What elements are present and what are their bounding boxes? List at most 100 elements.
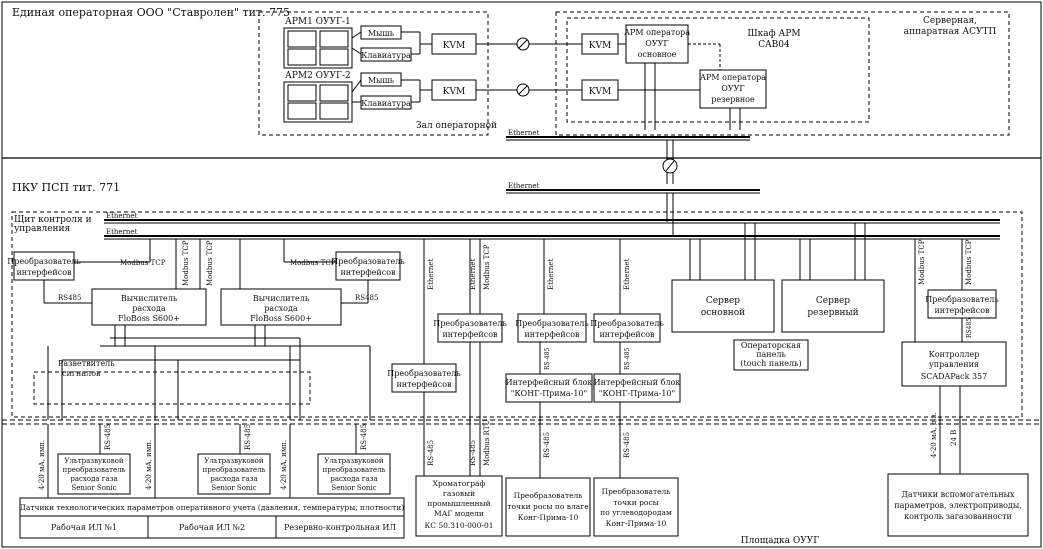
svg-text:Ультразвуковой: Ультразвуковой xyxy=(324,457,383,465)
svg-text:резервное: резервное xyxy=(711,95,755,104)
svg-text:KVM: KVM xyxy=(589,87,611,97)
svg-text:Преобразователь: Преобразователь xyxy=(590,319,664,328)
splitter-label-1: Разветвитель xyxy=(58,359,115,368)
svg-text:расхода газа: расхода газа xyxy=(70,475,117,483)
arm2-label: АРМ2 ОУУГ-2 xyxy=(285,71,351,81)
svg-text:Ethernet: Ethernet xyxy=(427,258,435,290)
interface-block-1 xyxy=(505,373,593,403)
svg-text:Senior Sonic: Senior Sonic xyxy=(211,484,256,492)
svg-text:Ethernet: Ethernet xyxy=(508,129,540,137)
svg-text:RS485: RS485 xyxy=(355,294,378,302)
svg-text:параметров, электроприводы,: параметров, электроприводы, xyxy=(894,501,1022,510)
ultrasonic-3 xyxy=(317,453,391,495)
ultrasonic-1 xyxy=(57,453,131,495)
svg-text:Мышь: Мышь xyxy=(368,76,395,85)
arm1-label: АРМ1 ОУУГ-1 xyxy=(285,17,351,27)
svg-text:панель: панель xyxy=(756,350,786,359)
svg-text:Хроматограф: Хроматограф xyxy=(433,479,486,488)
svg-text:FloBoss S600+: FloBoss S600+ xyxy=(250,314,312,323)
server-room-label-1: Серверная, xyxy=(923,16,977,26)
svg-text:расхода газа: расхода газа xyxy=(330,475,377,483)
svg-text:Клавиатура: Клавиатура xyxy=(361,99,411,108)
shield-frame xyxy=(11,211,1023,418)
tech-sensors-label: Датчики технологических параметров опера… xyxy=(20,503,404,512)
server-reserve xyxy=(781,279,885,333)
svg-text:Конг-Прима-10: Конг-Прима-10 xyxy=(606,519,667,528)
svg-text:Преобразователь: Преобразователь xyxy=(515,319,589,328)
svg-text:RS-485: RS-485 xyxy=(543,432,551,458)
svg-text:Мышь: Мышь xyxy=(368,29,395,38)
svg-text:RS-485: RS-485 xyxy=(469,440,477,466)
svg-text:точки росы: точки росы xyxy=(613,498,658,507)
dew-point-water xyxy=(505,477,591,537)
svg-text:RS485: RS485 xyxy=(58,294,81,302)
svg-text:RS-485: RS-485 xyxy=(244,424,252,450)
svg-text:RS485: RS485 xyxy=(966,318,973,338)
svg-text:Ethernet: Ethernet xyxy=(106,212,138,220)
svg-text:Ethernet: Ethernet xyxy=(508,182,540,190)
svg-text:АРМ оператора: АРМ оператора xyxy=(700,73,766,82)
svg-text:Контроллер: Контроллер xyxy=(929,350,980,359)
svg-text:Modbus TCP: Modbus TCP xyxy=(182,240,190,286)
svg-text:Преобразователь: Преобразователь xyxy=(387,369,461,378)
svg-text:АРМ оператора: АРМ оператора xyxy=(624,28,690,37)
svg-text:МАГ модели: МАГ модели xyxy=(434,509,484,518)
svg-text:Операторская: Операторская xyxy=(741,341,801,350)
svg-text:Преобразователь: Преобразователь xyxy=(7,257,81,266)
svg-text:FloBoss S600+: FloBoss S600+ xyxy=(118,314,180,323)
svg-text:Ультразвуковой: Ультразвуковой xyxy=(204,457,263,465)
arm2-monitor xyxy=(283,81,353,123)
operator-panel xyxy=(733,339,809,371)
cabinet-frame xyxy=(566,17,870,123)
converter-kong-1 xyxy=(517,313,587,343)
svg-text:промышленный: промышленный xyxy=(427,499,490,508)
flow-computer-1 xyxy=(91,288,207,326)
cabinet-label-1: Шкаф АРМ xyxy=(747,29,800,39)
svg-text:Преобразователь: Преобразователь xyxy=(433,319,507,328)
svg-text:Преобразователь: Преобразователь xyxy=(331,257,405,266)
svg-text:газовый: газовый xyxy=(443,489,475,498)
svg-text:Датчики вспомогательных: Датчики вспомогательных xyxy=(901,490,1015,499)
svg-text:4-20 мА, имп.: 4-20 мА, имп. xyxy=(280,440,288,490)
svg-text:(touch панель): (touch панель) xyxy=(740,359,801,368)
svg-text:Вычислитель: Вычислитель xyxy=(253,294,310,303)
line-2-label: Рабочая ИЛ №2 xyxy=(179,523,245,532)
svg-text:RS-485: RS-485 xyxy=(544,347,551,370)
server-room-frame xyxy=(555,11,1010,136)
flow-computer-2 xyxy=(220,288,342,326)
svg-text:Ethernet: Ethernet xyxy=(469,258,477,290)
svg-text:24 В: 24 В xyxy=(950,430,958,446)
tech-sensors-table xyxy=(19,497,405,539)
svg-text:Ethernet: Ethernet xyxy=(623,258,631,290)
svg-text:интерфейсов: интерфейсов xyxy=(934,306,990,315)
arm1-monitor xyxy=(283,27,353,69)
svg-text:интерфейсов: интерфейсов xyxy=(442,330,498,339)
line-1-label: Рабочая ИЛ №1 xyxy=(51,523,117,532)
svg-text:RS-485: RS-485 xyxy=(624,347,631,370)
svg-text:Senior Sonic: Senior Sonic xyxy=(71,484,116,492)
pku-title: ПКУ ПСП тит. 771 xyxy=(12,181,120,194)
svg-text:по углеводородам: по углеводородам xyxy=(600,508,672,517)
svg-text:расхода газа: расхода газа xyxy=(210,475,257,483)
svg-text:KVM: KVM xyxy=(443,87,465,97)
chromatograph xyxy=(415,475,503,537)
converter-kong-2 xyxy=(593,313,661,343)
line-3-label: Резервно-контрольная ИЛ xyxy=(284,523,396,532)
operator-room-title: Единая операторная ООО "Ставролен" тит. … xyxy=(12,6,290,19)
svg-text:ОУУГ: ОУУГ xyxy=(645,39,668,48)
svg-text:Modbus TCP: Modbus TCP xyxy=(290,259,336,267)
svg-text:основное: основное xyxy=(638,50,677,59)
svg-text:Интерфейсный блок: Интерфейсный блок xyxy=(594,378,681,387)
svg-text:расхода: расхода xyxy=(264,304,298,313)
cabinet-label-2: CAB04 xyxy=(758,40,790,50)
svg-text:SCADAPack 357: SCADAPack 357 xyxy=(921,372,988,381)
svg-text:4-20 мА, д.в.: 4-20 мА, д.в. xyxy=(930,412,938,458)
ultrasonic-2 xyxy=(197,453,271,495)
svg-text:интерфейсов: интерфейсов xyxy=(396,380,452,389)
svg-text:Ethernet: Ethernet xyxy=(106,228,138,236)
svg-text:резервный: резервный xyxy=(807,308,858,318)
svg-text:ОУУГ: ОУУГ xyxy=(721,84,744,93)
svg-text:Вычислитель: Вычислитель xyxy=(121,294,178,303)
